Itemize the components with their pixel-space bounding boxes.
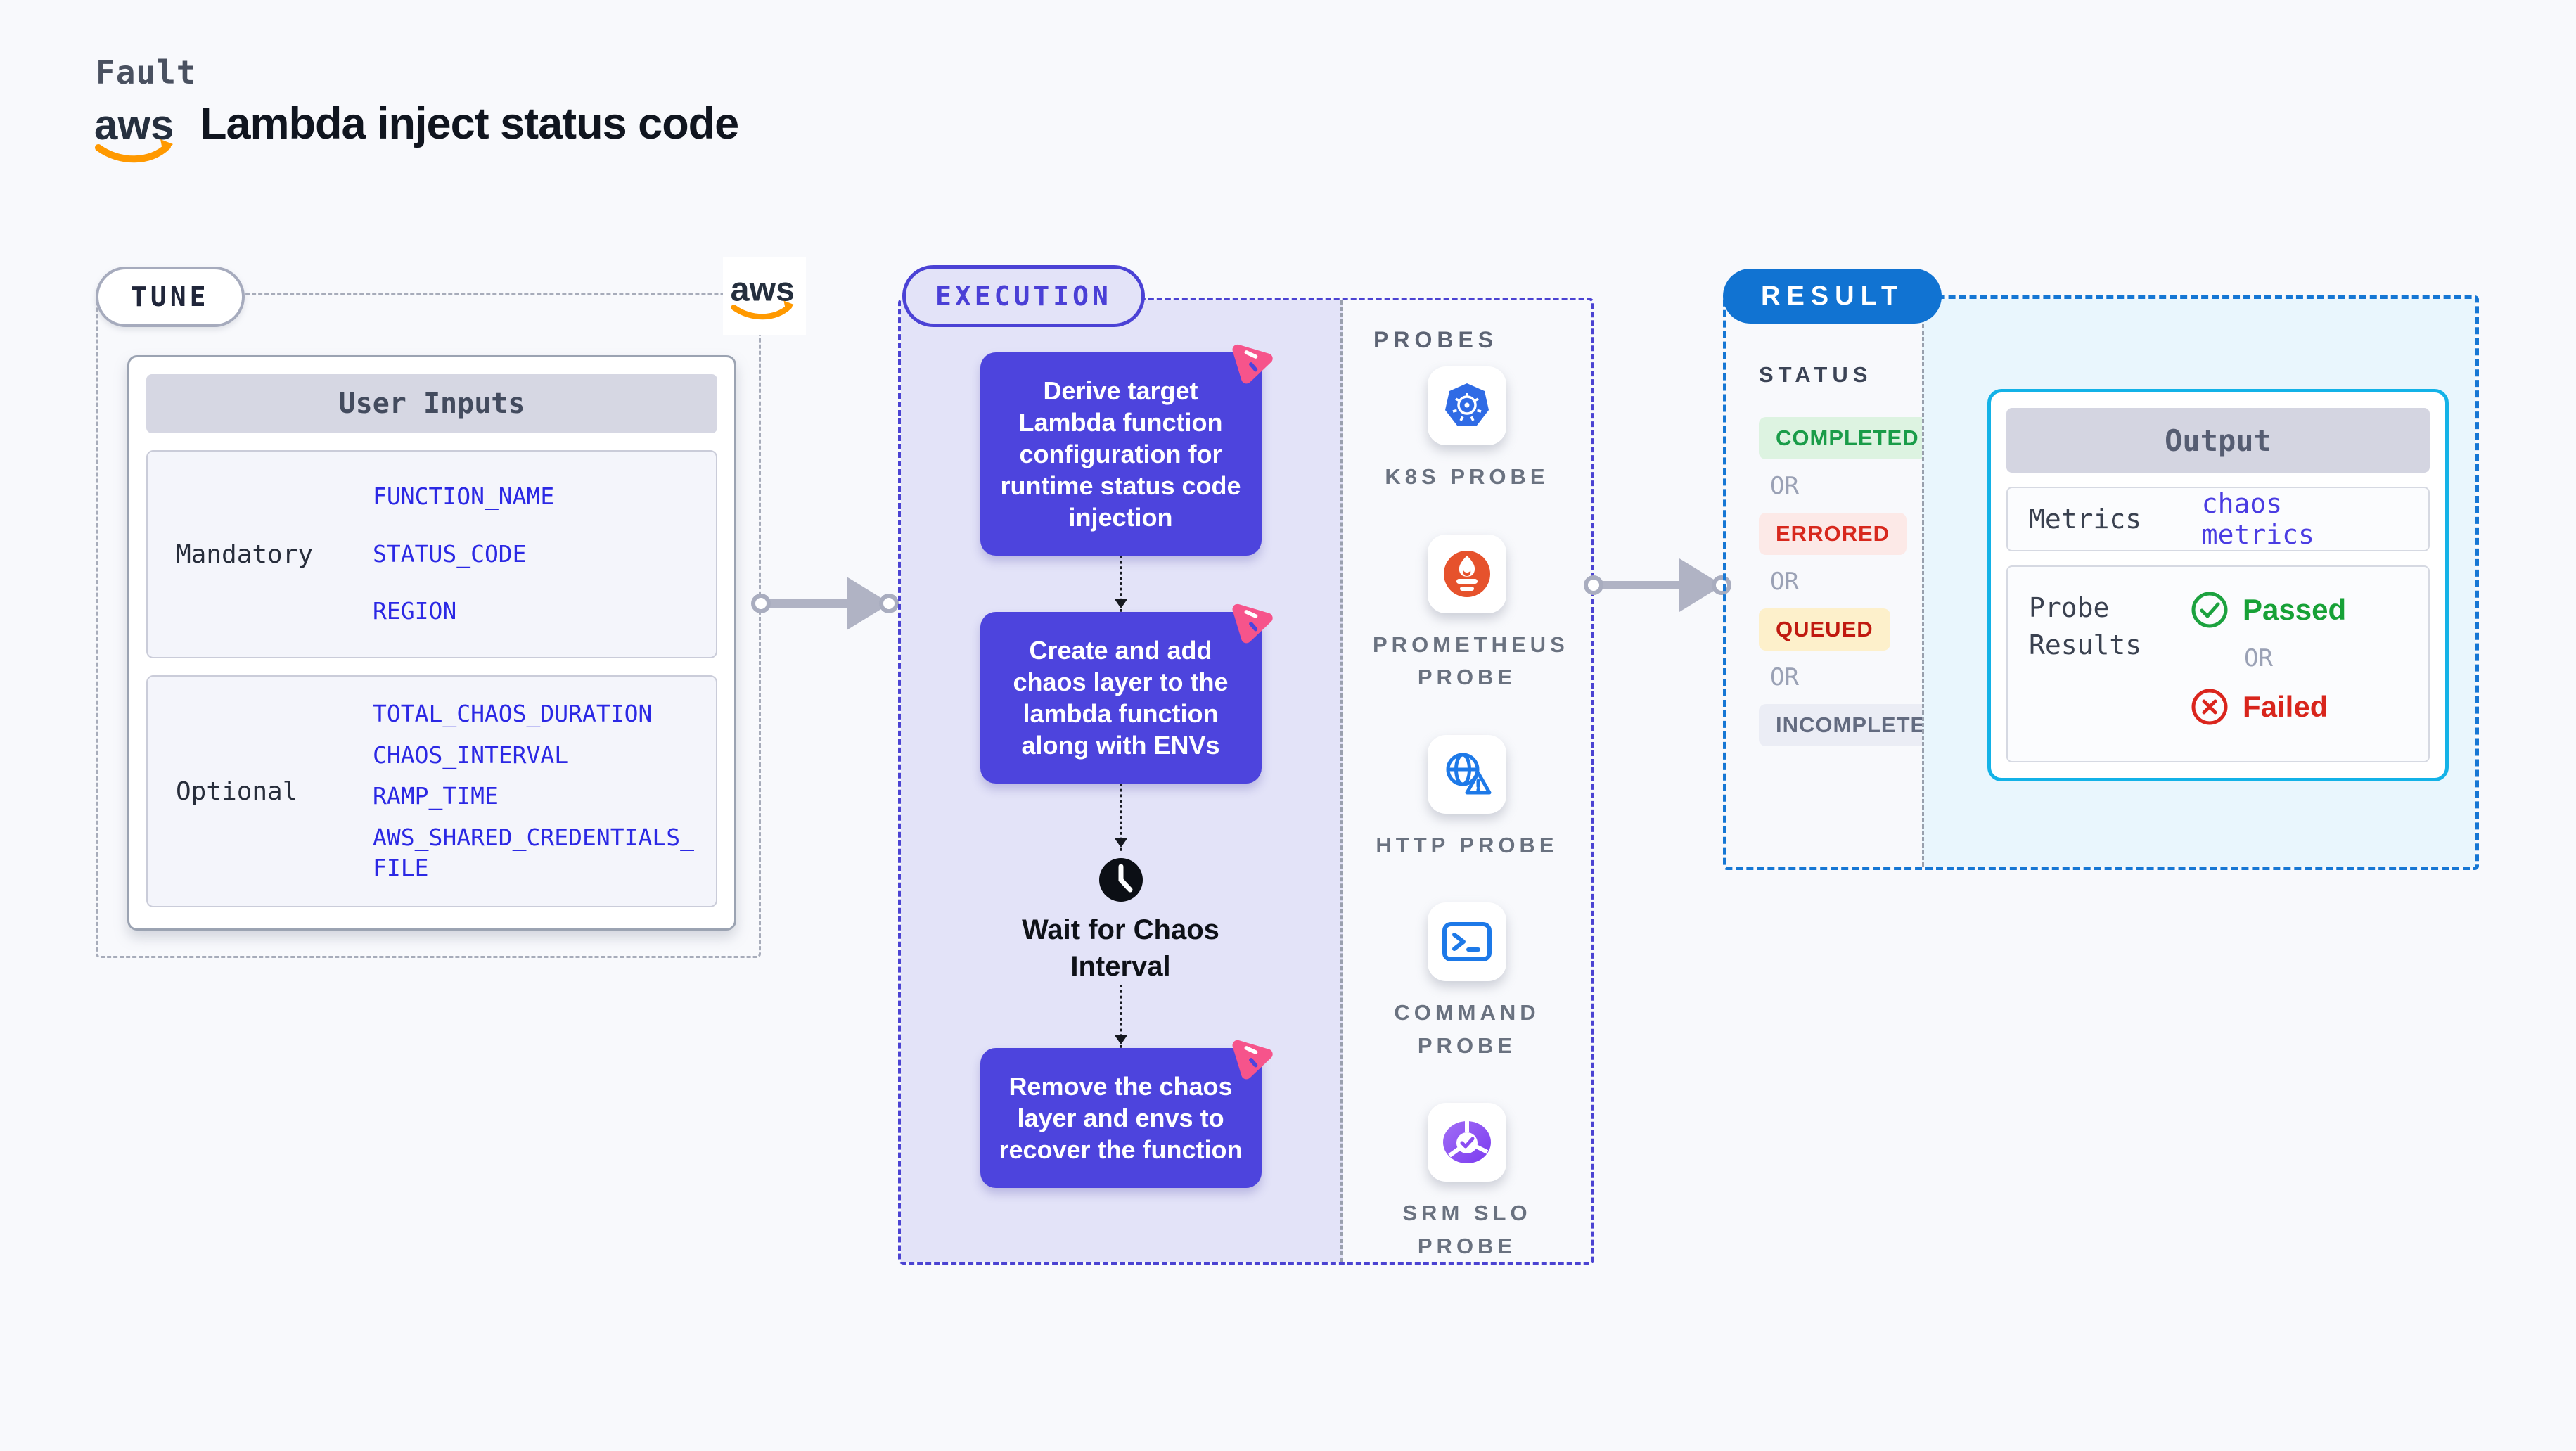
probe-label: COMMAND PROBE [1394,1000,1540,1058]
execution-step-2: Create and add chaos layer to the lambda… [980,603,1273,784]
result-section-box: STATUS COMPLETED OR ERRORED OR QUEUED OR… [1723,295,2479,870]
or-separator: OR [1770,472,1799,500]
kubernetes-icon [1428,366,1506,445]
status-badge-errored: ERRORED [1759,513,1907,555]
litmus-badge-icon [1232,1040,1273,1080]
input-value: AWS_SHARED_CREDENTIALS_FILE [373,824,694,882]
flow-arrow-tune-to-execution [751,577,899,630]
probe-label: HTTP PROBE [1376,832,1558,857]
status-badge-queued: QUEUED [1759,608,1890,651]
execution-step-1: Derive target Lambda function configurat… [980,344,1273,556]
execution-pill: EXECUTION [902,265,1145,327]
probe-results-label: Probe Results [2029,592,2142,661]
or-separator: OR [1770,568,1799,596]
user-inputs-header: User Inputs [146,374,717,433]
input-value: RAMP_TIME [373,782,499,810]
probe-item-srm-slo: SRM SLO PROBE [1373,1103,1561,1263]
tune-section-box [96,293,761,958]
clock-icon [1098,858,1143,902]
aws-logo: aws [93,100,180,171]
probe-item-command: COMMAND PROBE [1373,902,1561,1062]
srm-slo-donut-check-icon [1428,1103,1506,1182]
input-value: STATUS_CODE [373,539,527,568]
failed-label: Failed [2243,690,2328,723]
input-value: FUNCTION_NAME [373,482,555,511]
passed-label: Passed [2243,593,2347,626]
mandatory-label: Mandatory [176,539,314,569]
prometheus-icon [1428,534,1506,613]
probes-heading: PROBES [1373,327,1499,352]
status-column: STATUS COMPLETED OR ERRORED OR QUEUED OR… [1726,299,1959,867]
optional-inputs-row: Optional TOTAL_CHAOS_DURATION CHAOS_INTE… [146,675,717,907]
probe-item-k8s: K8S PROBE [1373,366,1561,494]
step-text: Remove the chaos layer and envs to recov… [999,1072,1243,1164]
probe-label: K8S PROBE [1385,464,1549,489]
metrics-row: Metrics chaos metrics [2006,487,2430,551]
step-text: Derive target Lambda function configurat… [1000,376,1241,532]
flow-connector [1114,556,1127,612]
input-value: TOTAL_CHAOS_DURATION [373,699,653,727]
aws-smile-icon [95,143,171,163]
probes-area: PROBES [1343,300,1591,1262]
probe-label: PROMETHEUS PROBE [1373,632,1569,690]
aws-logo-text: aws [731,270,795,308]
mandatory-inputs-row: Mandatory FUNCTION_NAME STATUS_CODE REGI… [146,450,717,658]
aws-smile-icon [731,303,793,320]
check-circle-icon [2191,592,2228,628]
x-circle-icon [2191,689,2228,725]
fault-kicker: Fault [96,53,197,91]
status-heading: STATUS [1759,362,1873,387]
input-value: CHAOS_INTERVAL [373,741,569,769]
result-pill: RESULT [1723,269,1942,324]
probe-item-prometheus: PROMETHEUS PROBE [1373,534,1569,694]
terminal-icon [1428,902,1506,981]
http-globe-warning-icon [1428,734,1506,814]
execution-section-box: Derive target Lambda function configurat… [898,298,1594,1265]
flow-arrow-execution-to-result [1584,558,1731,612]
litmus-badge-icon [1232,344,1273,384]
input-value: REGION [373,596,457,625]
step-text: Create and add chaos layer to the lambda… [1013,636,1229,760]
output-card: Output Metrics chaos metrics Probe Resul… [1987,389,2449,781]
probe-result-failed: Failed [2191,688,2407,726]
litmus-badge-icon [1232,603,1273,644]
probe-item-http: HTTP PROBE [1373,734,1561,862]
flow-connector [1114,784,1127,851]
probe-label: SRM SLO PROBE [1402,1201,1532,1258]
optional-label: Optional [176,776,298,806]
tune-pill: TUNE [96,267,245,327]
metrics-value: chaos metrics [2201,488,2314,550]
probe-result-passed: Passed [2191,591,2407,629]
probe-results-row: Probe Results Passed OR [2006,565,2430,762]
or-separator: OR [1770,663,1799,691]
metrics-label: Metrics [2029,504,2142,535]
output-header: Output [2006,408,2430,473]
page-title: Lambda inject status code [200,99,739,148]
execution-step-3: Remove the chaos layer and envs to recov… [980,1040,1273,1188]
aws-logo-tune: aws [723,257,806,335]
or-separator: OR [2244,644,2273,672]
status-badge-completed: COMPLETED [1759,417,1936,459]
output-area: Output Metrics chaos metrics Probe Resul… [1922,299,2475,867]
execution-flow-area: Derive target Lambda function configurat… [901,300,1343,1262]
wait-for-chaos-interval-label: Wait for Chaos Interval [1022,914,1219,982]
user-inputs-card: User Inputs Mandatory FUNCTION_NAME STAT… [127,355,736,931]
flow-connector [1114,985,1127,1048]
